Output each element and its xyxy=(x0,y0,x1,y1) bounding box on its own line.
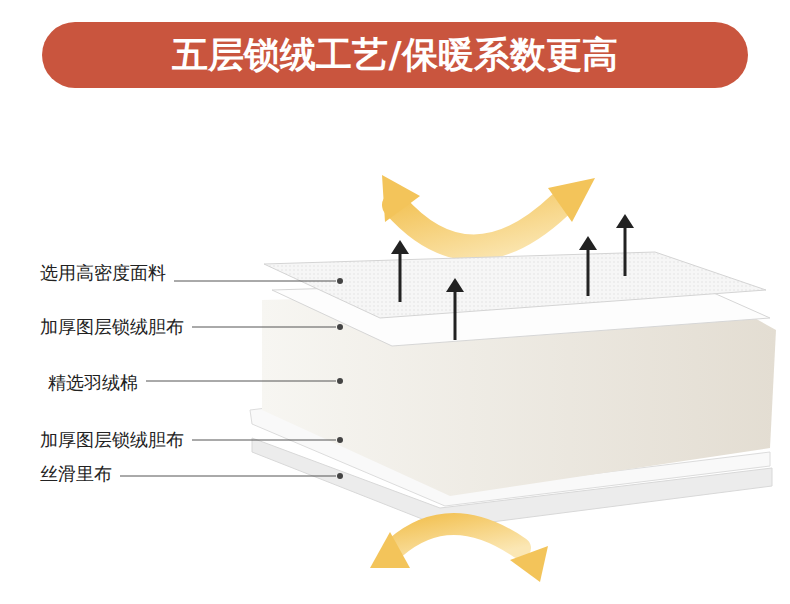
leader-line xyxy=(192,327,336,328)
heat-arrow xyxy=(395,205,560,248)
leader-dot xyxy=(337,378,343,384)
leader-dot xyxy=(337,324,343,330)
part-label: 加厚图层锁绒胆布 xyxy=(40,316,184,338)
leader-line xyxy=(120,476,336,477)
leader-dot xyxy=(337,278,343,284)
title-banner xyxy=(42,22,748,88)
heat-arrow-head xyxy=(510,546,548,582)
heat-arrow-head xyxy=(382,175,420,222)
part-label: 选用高密度面料 xyxy=(40,262,166,284)
leader-dot xyxy=(337,437,343,443)
outer-fabric-layer xyxy=(264,252,766,318)
title-text: 五层锁绒工艺/保暖系数更高 xyxy=(172,37,617,73)
part-label: 精选羽绒棉 xyxy=(48,372,138,394)
heat-arrow xyxy=(395,524,520,548)
leader-line xyxy=(192,440,336,441)
up-arrows xyxy=(391,214,634,340)
leader-line xyxy=(174,281,336,282)
leader-line xyxy=(146,381,336,382)
heat-arrow-head xyxy=(548,178,595,222)
part-label: 加厚图层锁绒胆布 xyxy=(40,429,184,451)
heat-arrow-head xyxy=(370,532,410,568)
part-label: 丝滑里布 xyxy=(40,463,112,485)
leader-dot xyxy=(337,473,343,479)
